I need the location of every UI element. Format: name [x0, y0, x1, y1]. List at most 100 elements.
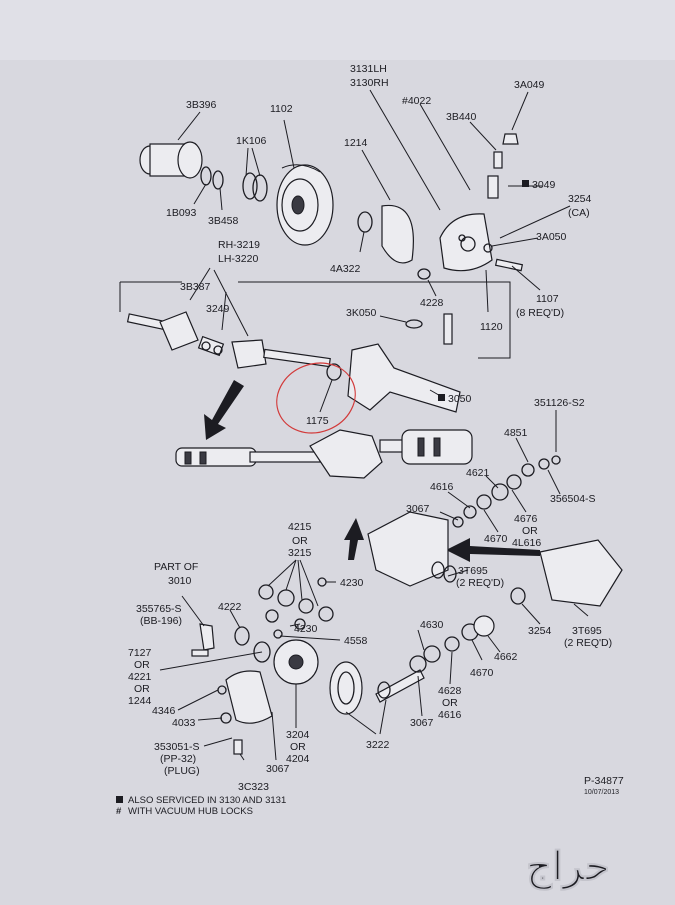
- haraj-watermark-logo: حراج: [526, 845, 611, 892]
- diff-carrier-outer: [539, 539, 623, 607]
- footnote-square: ALSO SERVICED IN 3130 AND 3131: [128, 795, 286, 806]
- label-or-e: OR: [442, 697, 458, 709]
- hub-assembly-group: [139, 133, 524, 345]
- shaft-assembly-group: [119, 281, 511, 434]
- highlight-circle: [276, 362, 356, 434]
- label-or-d: OR: [134, 683, 150, 695]
- pin-3k050-stud: [443, 313, 453, 345]
- label-ca: (CA): [568, 207, 590, 219]
- nut-3a049: [502, 133, 519, 145]
- label-4230b: 4230: [294, 623, 318, 635]
- knuckle-part: [439, 213, 493, 272]
- washer-1b093: [200, 166, 212, 186]
- label-3254b: 3254: [528, 625, 552, 637]
- bracket-top: [120, 281, 511, 359]
- arrow-up-icon: [344, 518, 364, 560]
- square-marker-icon: [522, 180, 529, 187]
- paper-glare: [0, 0, 675, 60]
- label-part-of: PART OF: [154, 561, 198, 573]
- u-joint-3249: [197, 335, 225, 357]
- label-3222: 3222: [366, 739, 390, 751]
- bolt-1107: [494, 258, 524, 272]
- hub-lock-part: [139, 141, 203, 179]
- pinion-shaft: [375, 669, 425, 703]
- label-4676: 4676: [514, 513, 538, 525]
- label-3067a: 3067: [406, 503, 430, 515]
- label-3131lh: 3131LH: [350, 63, 387, 75]
- label-4670a: 4670: [484, 533, 508, 545]
- label-3a050: 3A050: [536, 231, 567, 243]
- diagram-number: P-34877: [584, 775, 624, 787]
- label-3c323: 3C323: [238, 781, 269, 793]
- axle-center-housing: [309, 429, 383, 479]
- label-3b440: 3B440: [446, 111, 477, 123]
- hub-rotor-part: [276, 164, 334, 246]
- label-1107: 1107: [536, 293, 559, 305]
- black-square-icon: [116, 796, 123, 803]
- label-4670b: 4670: [470, 667, 494, 679]
- axle-left-tube: [249, 451, 321, 463]
- label-1k106: 1K106: [236, 135, 267, 147]
- label-3049: 3049: [532, 179, 556, 191]
- label-4628: 4628: [438, 685, 462, 697]
- label-3t695a: 3T695: [458, 565, 488, 577]
- snap-ring-3k050: [405, 319, 423, 329]
- diff-carrier-housing: [367, 511, 449, 587]
- label-1b093: 1B093: [166, 207, 197, 219]
- axle-tube-3050: [347, 343, 461, 413]
- footnotes: ALSO SERVICED IN 3130 AND 3131 # WITH VA…: [116, 795, 286, 817]
- label-1120: 1120: [480, 321, 503, 333]
- label-3t695a-req: (2 REQ'D): [456, 577, 504, 589]
- label-or-f: OR: [290, 741, 306, 753]
- bearing-4662: [473, 615, 495, 637]
- label-353051s: 353051-S: [154, 741, 200, 753]
- label-3t695b-req: (2 REQ'D): [564, 637, 612, 649]
- label-3067c: 3067: [266, 763, 290, 775]
- label-3130rh: 3130RH: [350, 77, 389, 89]
- label-4a322: 4A322: [330, 263, 361, 275]
- inner-shaft: [263, 348, 331, 368]
- seal-4a322: [357, 211, 373, 233]
- label-3b387: 3B387: [180, 281, 211, 293]
- label-351126s2: 351126-S2: [534, 397, 585, 409]
- label-4621: 4621: [466, 467, 490, 479]
- bushing-3049: [487, 175, 499, 199]
- label-4221: 4221: [128, 671, 152, 683]
- label-4230a: 4230: [340, 577, 364, 589]
- full-axle-group: [175, 429, 473, 479]
- label-3b396: 3B396: [186, 99, 217, 111]
- label-4851: 4851: [504, 427, 528, 439]
- label-4033: 4033: [172, 717, 196, 729]
- seal-1175: [326, 363, 342, 381]
- label-3254: 3254: [568, 193, 592, 205]
- label-3t695b: 3T695: [572, 625, 602, 637]
- bearing-3254b: [510, 587, 526, 605]
- label-4630: 4630: [420, 619, 444, 631]
- yoke-3b387: [159, 311, 199, 351]
- label-4215: 4215: [288, 521, 312, 533]
- snap-ring-1k106: [242, 172, 258, 200]
- diagram-date: 10/07/2013: [584, 789, 619, 796]
- label-4204: 4204: [286, 753, 310, 765]
- label-or-a: OR: [522, 525, 538, 537]
- label-3k050: 3K050: [346, 307, 377, 319]
- label-lh3220: LH-3220: [218, 253, 258, 265]
- label-4228: 4228: [420, 297, 444, 309]
- label-bb196: (BB-196): [140, 615, 182, 627]
- leader-lines-top: [177, 89, 571, 323]
- stud-3b440: [493, 151, 503, 169]
- label-7127: 7127: [128, 647, 152, 659]
- label-3b458: 3B458: [208, 215, 239, 227]
- watermark-text: حراج: [526, 845, 610, 891]
- bolt-3c323: [233, 739, 243, 755]
- splash-shield-1214: [381, 204, 414, 264]
- label-4222: 4222: [218, 601, 242, 613]
- washer-3b458: [212, 170, 224, 190]
- bolt-355765s: [191, 649, 209, 657]
- part-labels: 3B396 1102 1K106 1214 3131LH 3130RH #402…: [128, 63, 624, 796]
- hash-icon: #: [116, 806, 122, 817]
- label-3204: 3204: [286, 729, 310, 741]
- label-pp32: (PP-32): [160, 753, 196, 765]
